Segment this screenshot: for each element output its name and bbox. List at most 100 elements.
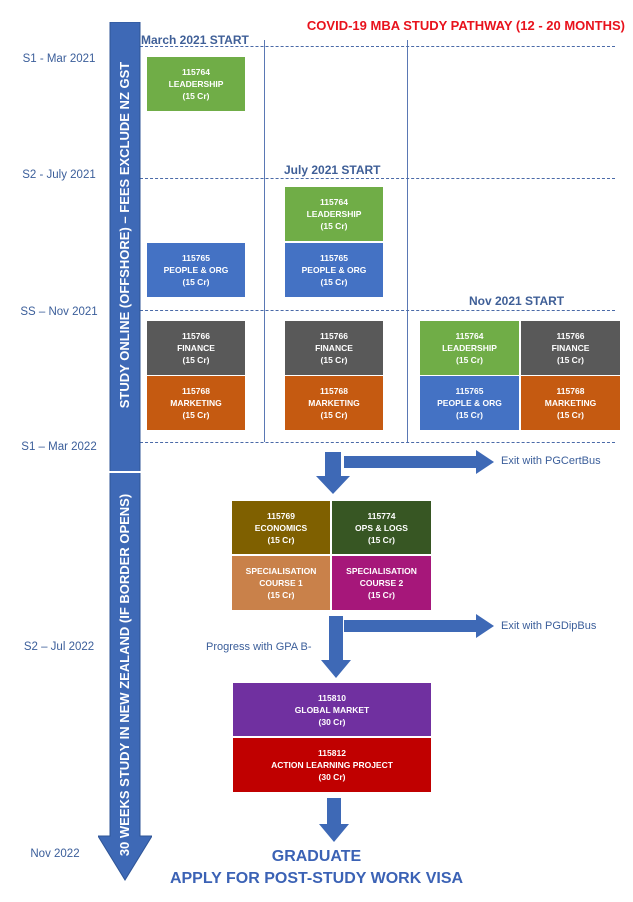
semester-label: S2 – Jul 2022 [23,641,95,653]
down-arrow [316,452,350,494]
course-credits: (15 Cr) [368,534,395,545]
course-box-action-learning: 115812 ACTION LEARNING PROJECT (30 Cr) [232,737,432,793]
course-code: 115769 [267,510,295,521]
course-code: 115765 [320,253,348,263]
course-code: 115764 [320,197,348,207]
course-credits: (30 Cr) [318,772,346,782]
visa-heading: APPLY FOR POST-STUDY WORK VISA [169,870,464,887]
course-code: 115764 [182,67,210,77]
course-box-leadership: 115764 LEADERSHIP (15 Cr) [146,56,246,112]
course-code: 115764 [455,331,484,341]
exit-arrow [344,450,494,474]
course-box-people-org: 115765 PEOPLE & ORG (15 Cr) [419,375,520,431]
course-code: 115768 [182,386,210,396]
course-box-finance: 115766 FINANCE (15 Cr) [520,320,621,376]
course-code: 115810 [318,692,346,703]
progress-label: Progress with GPA B- [206,641,312,653]
course-name: LEADERSHIP [168,79,224,89]
course-name: COURSE 1 [259,578,303,588]
course-name: FINANCE [177,343,215,353]
course-box-specialisation-1: SPECIALISATION COURSE 1 (15 Cr) [231,555,331,611]
course-credits: (15 Cr) [456,355,483,365]
course-credits: (15 Cr) [557,410,584,420]
semester-line-jul-2021 [140,178,615,179]
course-box-marketing: 115768 MARKETING (15 Cr) [520,375,621,431]
course-credits: (15 Cr) [267,590,295,600]
course-name: LEADERSHIP [442,343,497,353]
course-box-global-market: 115810 GLOBAL MARKET (30 Cr) [232,682,432,737]
column-divider-2 [407,40,408,442]
exit-arrow [344,614,494,638]
down-arrow [321,616,351,678]
course-box-leadership: 115764 LEADERSHIP (15 Cr) [284,186,384,242]
start-heading-nov: Nov 2021 START [469,294,565,308]
course-name: COURSE 2 [359,578,404,588]
course-credits: (15 Cr) [557,355,584,365]
phase-label-nz: 30 WEEKS STUDY IN NEW ZEALAND (IF BORDER… [117,493,132,857]
course-name: SPECIALISATION [346,566,417,576]
timeline-arrow [98,22,152,881]
course-name: ACTION LEARNING PROJECT [271,760,393,770]
course-name: PEOPLE & ORG [301,265,367,275]
course-code: 115812 [318,748,346,758]
course-credits: (15 Cr) [320,410,348,420]
semester-label: S1 – Mar 2022 [21,441,97,453]
semester-line-nov-2021 [140,310,615,311]
course-credits: (15 Cr) [320,355,348,365]
semester-label: S1 - Mar 2021 [22,53,96,65]
course-name: MARKETING [170,398,222,408]
course-box-finance: 115766 FINANCE (15 Cr) [146,320,246,376]
down-arrow [319,798,349,842]
column-divider-1 [264,40,265,442]
course-code: 115766 [556,331,585,341]
course-credits: (15 Cr) [267,534,295,545]
exit-label-pgdip: Exit with PGDipBus [501,620,597,632]
course-name: OPS & LOGS [355,522,408,533]
course-name: FINANCE [315,343,353,353]
course-credits: (15 Cr) [456,410,483,420]
exit-label-pgcert: Exit with PGCertBus [501,455,601,467]
course-code: 115774 [367,510,396,521]
course-name: LEADERSHIP [306,209,362,219]
semester-label: S2 - July 2021 [22,169,96,181]
course-name: SPECIALISATION [245,566,317,576]
phase-label-online: STUDY ONLINE (OFFSHORE) – FEES EXCLUDE N… [117,61,132,409]
course-name: MARKETING [544,398,597,408]
course-credits: (15 Cr) [182,91,210,101]
course-box-people-org: 115765 PEOPLE & ORG (15 Cr) [146,242,246,298]
diagram-title: COVID-19 MBA STUDY PATHWAY (12 - 20 MONT… [306,18,625,33]
graduate-heading: GRADUATE [271,848,362,865]
semester-line-mar-2022 [140,442,615,443]
course-code: 115768 [556,386,585,396]
course-box-marketing: 115768 MARKETING (15 Cr) [284,375,384,431]
start-heading-march: March 2021 START [141,33,249,47]
course-code: 115765 [455,386,484,396]
course-code: 115765 [182,253,210,263]
course-name: GLOBAL MARKET [294,704,370,715]
course-name: PEOPLE & ORG [437,398,502,408]
course-name: PEOPLE & ORG [163,265,229,275]
course-box-finance: 115766 FINANCE (15 Cr) [284,320,384,376]
semester-label: Nov 2022 [30,848,80,860]
course-code: 115768 [320,386,348,396]
course-code: 115766 [182,331,210,341]
course-box-people-org: 115765 PEOPLE & ORG (15 Cr) [284,242,384,298]
course-credits: (15 Cr) [368,590,395,600]
course-credits: (15 Cr) [182,410,210,420]
start-heading-july: July 2021 START [284,163,381,177]
course-credits: (30 Cr) [318,716,346,727]
course-credits: (15 Cr) [182,277,210,287]
semester-line-mar-2021 [140,46,615,47]
course-box-specialisation-2: SPECIALISATION COURSE 2 (15 Cr) [331,555,432,611]
semester-label: SS – Nov 2021 [20,306,98,318]
course-credits: (15 Cr) [320,277,348,287]
course-code: 115766 [320,331,348,341]
course-box-leadership: 115764 LEADERSHIP (15 Cr) [419,320,520,376]
course-box-ops-logs: 115774 OPS & LOGS (15 Cr) [331,500,432,555]
course-credits: (15 Cr) [320,221,348,231]
course-name: MARKETING [308,398,360,408]
course-box-marketing: 115768 MARKETING (15 Cr) [146,375,246,431]
course-name: FINANCE [551,343,590,353]
course-box-economics: 115769 ECONOMICS (15 Cr) [231,500,331,555]
course-name: ECONOMICS [254,522,308,533]
